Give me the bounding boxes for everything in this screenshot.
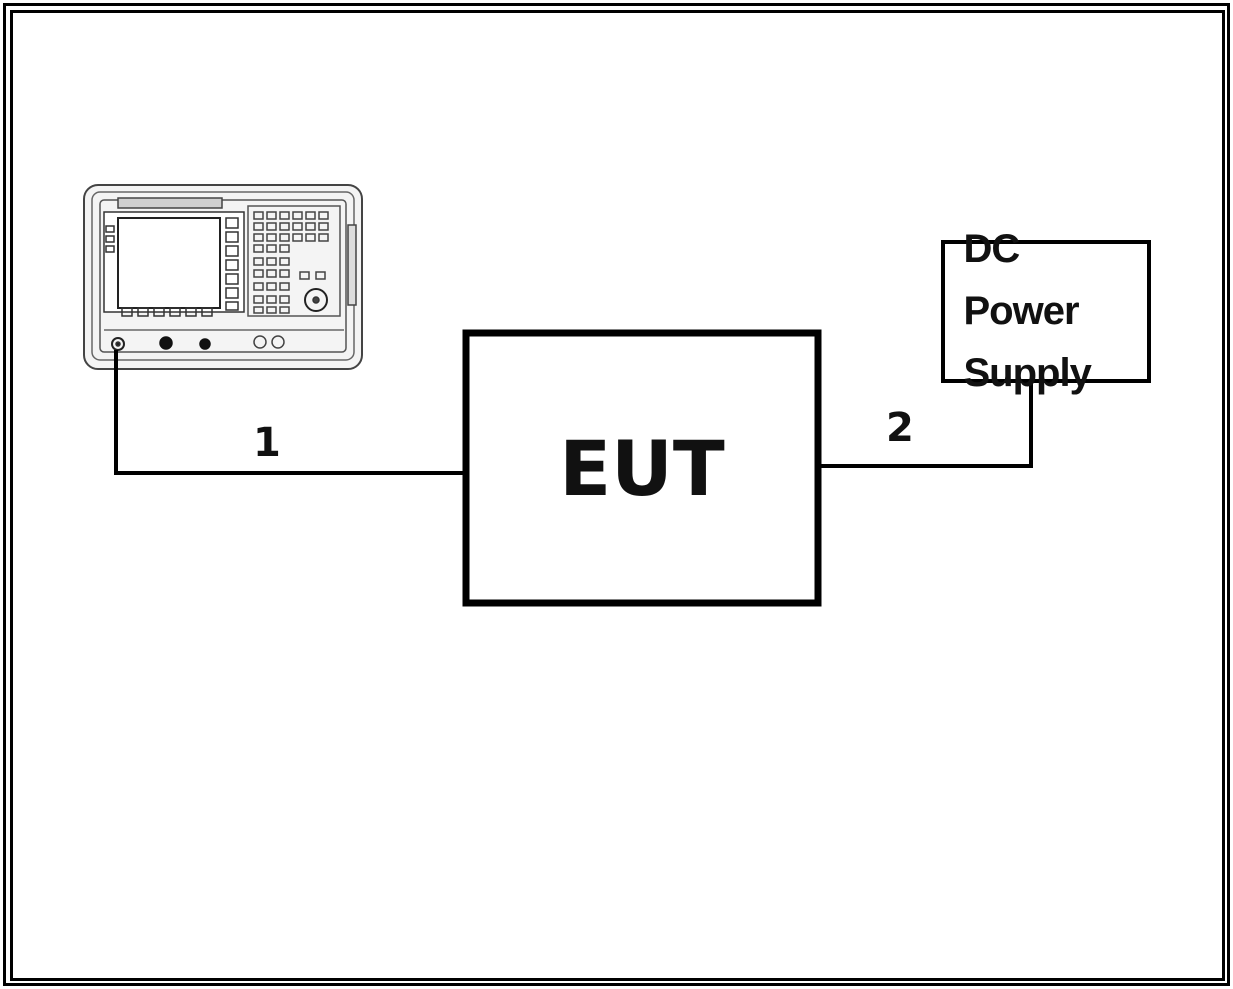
- cable-1-line: [114, 350, 466, 475]
- diagram-frame-inner: [10, 10, 1225, 981]
- eut-label-text: EUT: [559, 423, 725, 513]
- cable-2-label: 2: [886, 405, 914, 451]
- eut-label: EUT: [466, 333, 818, 603]
- cable-2-line: [818, 382, 1033, 468]
- power-supply-label-text: DC Power Supply: [963, 227, 1092, 395]
- power-supply-box: [941, 240, 1151, 383]
- eut-box: [462, 329, 822, 607]
- cable-1-label: 1: [253, 420, 281, 466]
- power-supply-label: DC Power Supply: [943, 227, 1148, 395]
- spectrum-analyzer-icon: [83, 184, 363, 370]
- diagram-frame-outer: [3, 3, 1230, 986]
